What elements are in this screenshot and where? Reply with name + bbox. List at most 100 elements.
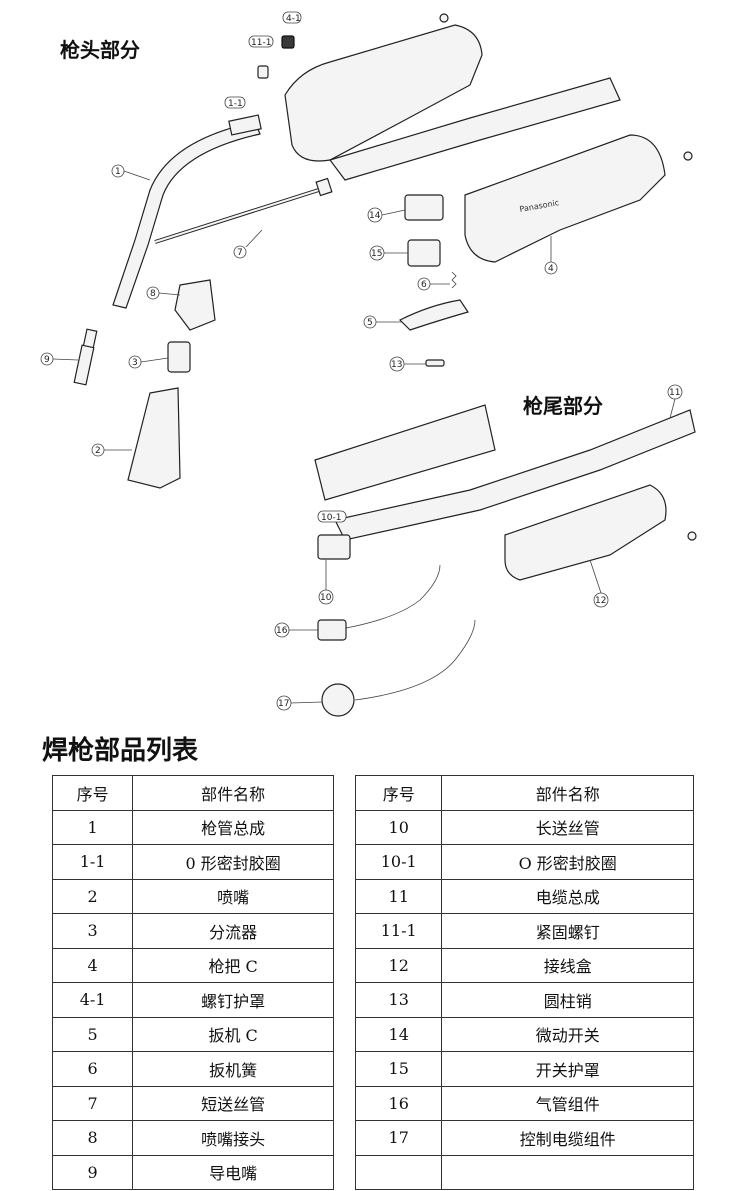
header-name: 部件名称 bbox=[441, 775, 694, 811]
svg-text:9: 9 bbox=[44, 355, 50, 365]
svg-text:13: 13 bbox=[391, 360, 402, 370]
cell-no: 11 bbox=[354, 878, 443, 914]
cell-name: 圆柱销 bbox=[441, 982, 694, 1018]
cell-name: 扳机 C bbox=[132, 1016, 334, 1052]
cell-name: 0 形密封胶圈 bbox=[132, 844, 334, 880]
svg-text:1-1: 1-1 bbox=[228, 99, 243, 109]
svg-text:14: 14 bbox=[369, 211, 381, 221]
cell-no: 10 bbox=[354, 809, 443, 845]
table-header-row: 序号 部件名称 bbox=[51, 775, 334, 811]
cell-name: 螺钉护罩 bbox=[132, 982, 334, 1018]
gas-hose-part bbox=[317, 564, 441, 641]
table-row bbox=[354, 1154, 694, 1190]
svg-text:12: 12 bbox=[595, 596, 606, 606]
callout-7: 7 bbox=[233, 245, 247, 259]
short-conduit-part bbox=[154, 177, 333, 244]
svg-text:2: 2 bbox=[95, 446, 101, 456]
cell-no: 1 bbox=[51, 809, 134, 845]
cable-tube-part bbox=[329, 77, 621, 181]
callout-1: 1 bbox=[111, 164, 125, 178]
callout-11: 11 bbox=[667, 384, 683, 400]
cell-no: 12 bbox=[354, 947, 443, 983]
callout-17: 17 bbox=[276, 695, 292, 711]
contact-tip-part bbox=[73, 328, 98, 386]
switch-cover-part bbox=[407, 239, 441, 267]
callout-3: 3 bbox=[128, 355, 142, 369]
callout-15: 15 bbox=[369, 245, 385, 261]
trigger-spring-part bbox=[451, 271, 457, 289]
header-name: 部件名称 bbox=[132, 775, 334, 811]
callout-14: 14 bbox=[367, 207, 383, 223]
cell-name: 导电嘴 bbox=[132, 1154, 334, 1190]
cell-no: 13 bbox=[354, 982, 443, 1018]
cell-name: 控制电缆组件 bbox=[441, 1120, 694, 1156]
svg-text:17: 17 bbox=[278, 699, 289, 709]
svg-text:11-1: 11-1 bbox=[251, 38, 271, 48]
cell-no: 14 bbox=[354, 1016, 443, 1052]
screw-cover-part bbox=[281, 35, 295, 49]
pin-part bbox=[425, 359, 445, 367]
trigger-part bbox=[398, 299, 469, 331]
table-header-row: 序号 部件名称 bbox=[354, 775, 694, 811]
svg-text:11: 11 bbox=[669, 388, 680, 398]
upper-body-shell bbox=[284, 24, 483, 162]
cell-no bbox=[354, 1154, 443, 1190]
cell-no: 4 bbox=[51, 947, 134, 983]
svg-text:15: 15 bbox=[371, 249, 382, 259]
cell-name: 微动开关 bbox=[441, 1016, 694, 1052]
tail-section-title: 枪尾部分 bbox=[523, 394, 603, 418]
callout-11-1: 11-1 bbox=[248, 35, 274, 48]
cell-no: 4-1 bbox=[51, 982, 134, 1018]
cell-no: 2 bbox=[51, 878, 134, 914]
callout-16: 16 bbox=[274, 622, 290, 638]
cell-name: 枪管总成 bbox=[132, 809, 334, 845]
callout-10: 10 bbox=[318, 589, 334, 605]
cell-no: 7 bbox=[51, 1085, 134, 1121]
head-section-title: 枪头部分 bbox=[60, 38, 140, 62]
header-no: 序号 bbox=[354, 775, 443, 811]
junction-screw bbox=[687, 531, 697, 541]
cell-name: 分流器 bbox=[132, 913, 334, 949]
svg-text:6: 6 bbox=[421, 280, 427, 290]
cell-name bbox=[441, 1154, 694, 1190]
exploded-parts-diagram: Panasonic 4-1 11-1 1-1 1 7 14 15 4 8 6 5… bbox=[40, 11, 697, 717]
cell-no: 11-1 bbox=[354, 913, 443, 949]
header-no: 序号 bbox=[51, 775, 134, 811]
cable-assembly-part bbox=[334, 409, 696, 541]
svg-text:4-1: 4-1 bbox=[286, 14, 301, 24]
callout-8: 8 bbox=[146, 286, 160, 300]
cell-no: 10-1 bbox=[354, 844, 443, 880]
callout-9: 9 bbox=[40, 352, 54, 366]
cell-name: 短送丝管 bbox=[132, 1085, 334, 1121]
callout-6: 6 bbox=[417, 277, 431, 291]
callout-10-1: 10-1 bbox=[317, 510, 347, 523]
cell-no: 15 bbox=[354, 1051, 443, 1087]
micro-switch-part bbox=[404, 194, 444, 221]
svg-text:5: 5 bbox=[367, 318, 373, 328]
cell-name: 开关护罩 bbox=[441, 1051, 694, 1087]
callout-5: 5 bbox=[363, 315, 377, 329]
cell-no: 1-1 bbox=[51, 844, 134, 880]
callout-13: 13 bbox=[389, 356, 405, 372]
cell-no: 3 bbox=[51, 913, 134, 949]
svg-text:1: 1 bbox=[115, 167, 121, 177]
cell-no: 6 bbox=[51, 1051, 134, 1087]
control-cable-part bbox=[321, 619, 476, 717]
cell-name: 喷嘴 bbox=[132, 878, 334, 914]
svg-text:8: 8 bbox=[150, 289, 156, 299]
svg-text:7: 7 bbox=[237, 248, 243, 258]
